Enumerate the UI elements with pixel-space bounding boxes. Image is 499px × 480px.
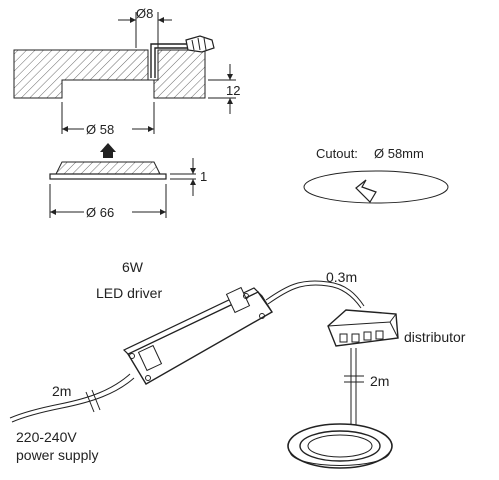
- insert-arrow-icon: [100, 143, 116, 158]
- recess-depth-dimension: 12: [208, 64, 240, 114]
- flange-thickness-label: 1: [200, 169, 207, 184]
- flange-diameter-dimension: Ø 66: [49, 184, 167, 220]
- supply-cable-length: 2m: [52, 383, 71, 399]
- supply-cable: [9, 373, 135, 423]
- recess-depth-label: 12: [226, 83, 240, 98]
- distributor-box: [327, 309, 399, 347]
- light-cable: [344, 348, 364, 430]
- downlight-fixture: [287, 423, 393, 469]
- distributor-label: distributor: [404, 329, 466, 345]
- cable-with-connector: [150, 35, 215, 78]
- flange-diameter-label: Ø 66: [86, 205, 114, 220]
- fixture-side-view: [49, 161, 167, 180]
- driver-to-distributor-cable: [265, 280, 365, 309]
- body-diameter-label: Ø 58: [86, 122, 114, 137]
- cutout-label: Cutout:: [316, 146, 358, 161]
- cable-hole-label: Ø8: [136, 6, 153, 21]
- flange-thickness-dimension: 1: [170, 158, 207, 196]
- supply-label: power supply: [16, 447, 99, 463]
- light-cable-length: 2m: [370, 373, 389, 389]
- cutout-illustration: Cutout: Ø 58mm: [303, 146, 449, 204]
- driver-power-label: 6W: [122, 259, 144, 275]
- cutout-value: Ø 58mm: [374, 146, 424, 161]
- led-driver-box: [122, 286, 274, 385]
- body-diameter-dimension: Ø 58: [61, 102, 155, 137]
- cable-hole-dimension: Ø8: [118, 6, 172, 48]
- driver-name-label: LED driver: [96, 285, 162, 301]
- ceiling-cross-section: [13, 49, 206, 99]
- driver-to-distributor-length: 0.3m: [326, 269, 357, 285]
- supply-voltage-label: 220-240V: [16, 429, 77, 445]
